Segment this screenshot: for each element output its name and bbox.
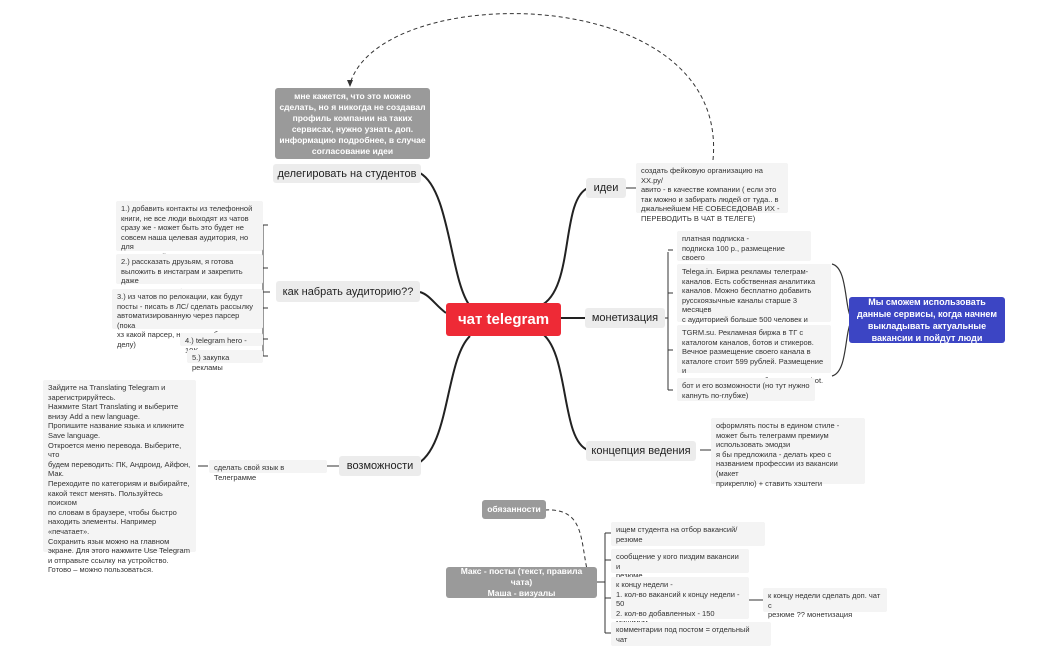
duties-item-1: ищем студента на отбор вакансий/ резюме xyxy=(611,522,765,546)
topic-monetization[interactable]: монетизация xyxy=(585,308,665,328)
possibilities-sub: сделать свой язык в Телеграмме xyxy=(209,460,327,482)
duties-side-note: к концу недели сделать доп. чат с резюме… xyxy=(763,588,887,619)
link-central-ideas xyxy=(539,187,589,307)
duties-label[interactable]: обязанности xyxy=(482,500,546,519)
central-topic[interactable]: чат telegram xyxy=(446,303,561,336)
link-central-delegate xyxy=(419,172,471,307)
audience-item-4: 4.) telegram hero - 10K xyxy=(180,333,263,355)
possibilities-note: Зайдите на Translating Telegram и зареги… xyxy=(43,380,196,574)
audience-item-2: 2.) рассказать друзьям, я готова выложит… xyxy=(116,254,263,304)
monetization-item-2: Telega.in. Биржа рекламы телеграм- канал… xyxy=(677,264,831,334)
concept-note: оформлять посты в едином стиле - может б… xyxy=(711,418,865,488)
delegate-note[interactable]: мне кажется, что это можно сделать, но я… xyxy=(275,88,430,159)
topic-concept[interactable]: концепция ведения xyxy=(586,441,696,461)
audience-item-5: 5.) закупка рекламы xyxy=(187,350,263,372)
topic-possibilities[interactable]: возможности xyxy=(339,456,421,476)
monetization-item-4: бот и его возможности (но тут нужно капн… xyxy=(677,378,815,401)
audience-item-1: 1.) добавить контакты из телефонной книг… xyxy=(116,201,263,261)
topic-delegate[interactable]: делегировать на студентов xyxy=(273,164,421,183)
dashed-link-duties xyxy=(544,509,589,575)
duties-item-3: к концу недели - 1. кол-во вакансий к ко… xyxy=(611,577,749,637)
monetization-item-3: TGRM.su. Рекламная биржа в ТГ с каталого… xyxy=(677,325,831,385)
topic-audience[interactable]: как набрать аудиторию?? xyxy=(276,281,420,302)
link-central-audience xyxy=(419,291,447,314)
monetization-summary[interactable]: Мы сможем использовать данные сервисы, к… xyxy=(849,297,1005,343)
ideas-note: создать фейковую организацию на XX.ру/ а… xyxy=(636,163,788,223)
link-central-possibilities xyxy=(414,335,471,466)
audience-item-3: 3.) из чатов по релокации, как будут пос… xyxy=(112,289,263,349)
duties-item-4: комментарии под постом = отдельный чат xyxy=(611,622,771,646)
duties-item-2: сообщение у кого пиздим вакансии и резюм… xyxy=(611,549,749,580)
duties-main[interactable]: Макс - посты (текст, правила чата) Маша … xyxy=(446,566,597,598)
monetization-item-1: платная подписка - подписка 100 р., разм… xyxy=(677,231,811,272)
topic-ideas[interactable]: идеи xyxy=(586,178,626,198)
link-central-concept xyxy=(539,331,589,451)
